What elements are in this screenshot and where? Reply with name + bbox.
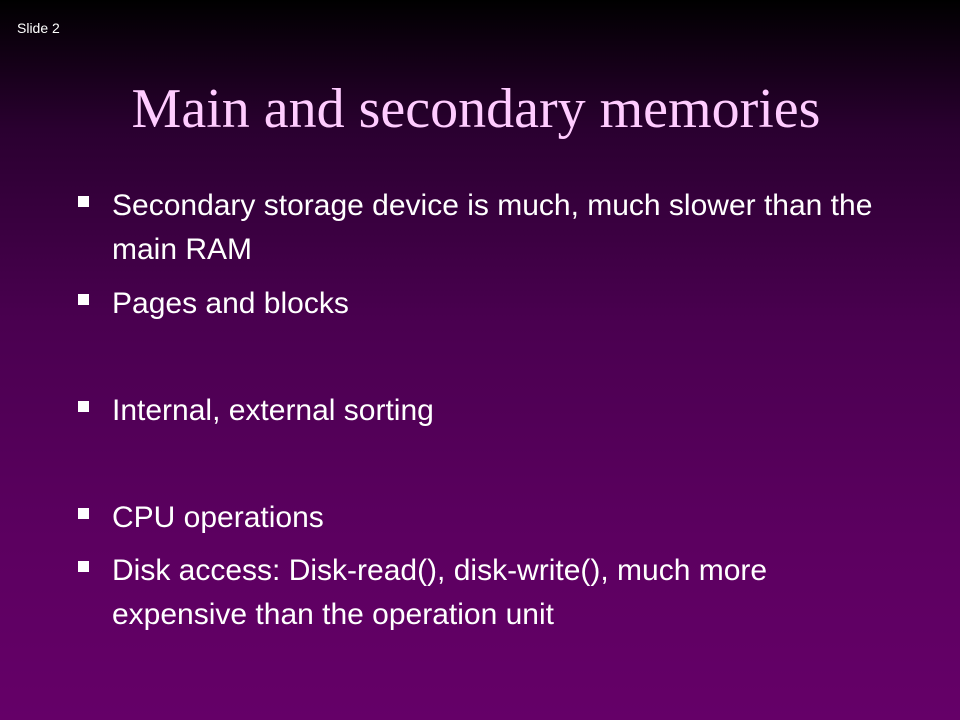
square-bullet-icon bbox=[78, 561, 89, 572]
bullet-text: Pages and blocks bbox=[112, 287, 349, 320]
slide-title: Main and secondary memories bbox=[131, 78, 821, 140]
square-bullet-icon bbox=[78, 401, 89, 412]
slide-number: Slide 2 bbox=[17, 20, 60, 36]
square-bullet-icon bbox=[78, 508, 89, 519]
bullet-text: CPU operations bbox=[112, 501, 324, 534]
bullet-text: Disk access: Disk-read(), disk-write(), … bbox=[112, 554, 768, 631]
bullet-text: Internal, external sorting bbox=[112, 394, 434, 427]
bullet-text: Secondary storage device is much, much s… bbox=[112, 189, 873, 266]
square-bullet-icon bbox=[78, 294, 89, 305]
square-bullet-icon bbox=[78, 196, 89, 207]
